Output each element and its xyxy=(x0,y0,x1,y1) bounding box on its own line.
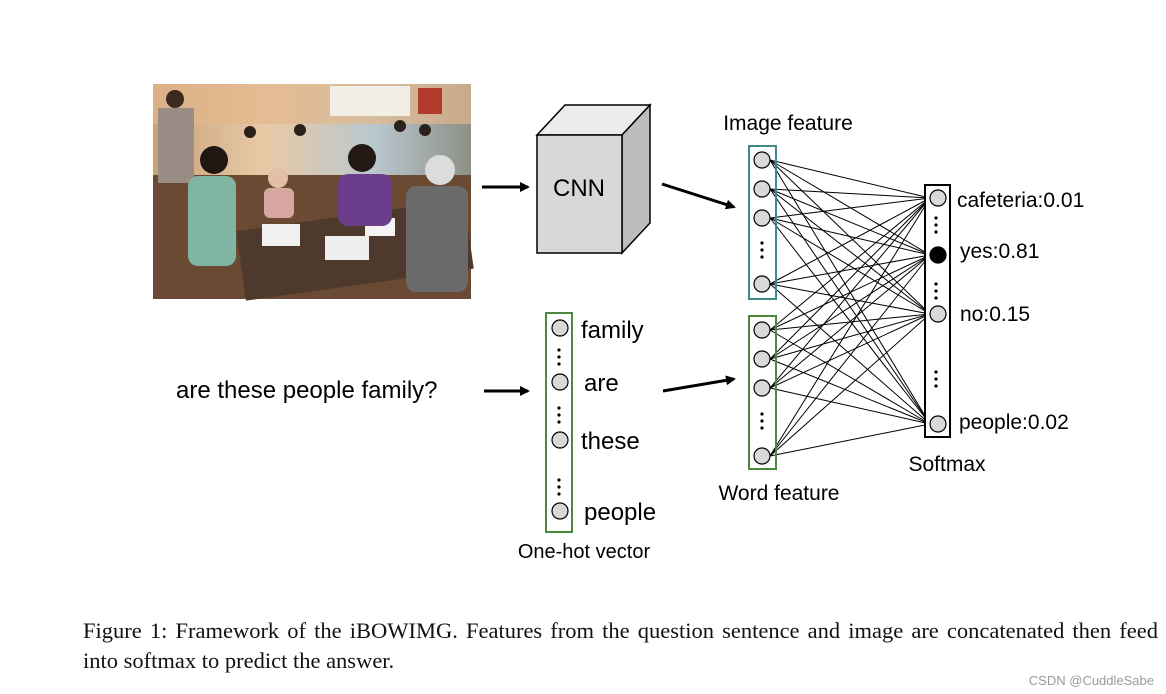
edge-6-1 xyxy=(769,254,931,389)
edge-2-1 xyxy=(769,217,931,256)
edge-7-2 xyxy=(769,313,931,457)
edge-3-1 xyxy=(769,254,931,285)
edge-4-3 xyxy=(769,329,931,425)
cnn-label: CNN xyxy=(553,175,605,202)
onehot-word-are: are xyxy=(584,370,619,397)
cnn-block: CNN xyxy=(535,103,652,255)
image-feature-vector: Image feature xyxy=(723,112,853,300)
output-yes: yes:0.81 xyxy=(960,240,1039,263)
softmax-vector: cafeteria:0.01 yes:0.81 no:0.15 people:0… xyxy=(908,184,1084,476)
onehot-word-family: family xyxy=(581,317,644,344)
edge-6-3 xyxy=(769,387,931,425)
fully-connected-edges xyxy=(769,159,931,457)
edge-5-3 xyxy=(769,358,931,425)
edge-6-2 xyxy=(769,313,931,389)
arrow-cnn-to-image-feature xyxy=(661,182,736,210)
edge-7-0 xyxy=(769,197,931,457)
edge-3-3 xyxy=(769,283,931,425)
word-feature-vector: Word feature xyxy=(718,315,840,505)
edge-7-3 xyxy=(769,423,931,457)
watermark: CSDN @CuddleSabe xyxy=(1028,673,1154,688)
softmax-label: Softmax xyxy=(908,453,986,476)
edge-2-0 xyxy=(769,197,931,219)
question-text: are these people family? xyxy=(176,377,438,404)
edge-6-0 xyxy=(769,197,931,389)
image-feature-label: Image feature xyxy=(723,112,853,135)
edge-1-0 xyxy=(769,188,931,199)
edge-5-1 xyxy=(769,254,931,360)
edge-3-0 xyxy=(769,197,931,285)
softmax-node-people xyxy=(929,415,947,433)
edge-2-2 xyxy=(769,217,931,315)
output-cafeteria: cafeteria:0.01 xyxy=(957,189,1084,212)
edge-0-0 xyxy=(769,159,931,199)
edge-4-0 xyxy=(769,197,931,331)
edge-1-1 xyxy=(769,188,931,256)
onehot-word-these: these xyxy=(581,428,640,455)
photo-restaurant-scene xyxy=(153,84,474,301)
arrow-onehot-to-word-feature xyxy=(662,375,736,393)
figure-caption: Figure 1: Framework of the iBOWIMG. Feat… xyxy=(83,618,1158,673)
onehot-label: One-hot vector xyxy=(518,541,651,563)
softmax-node-yes xyxy=(929,246,947,264)
softmax-node-no xyxy=(929,305,947,323)
softmax-node-cafeteria xyxy=(929,189,947,207)
edge-5-0 xyxy=(769,197,931,360)
edge-1-2 xyxy=(769,188,931,315)
edge-5-2 xyxy=(769,313,931,360)
output-no: no:0.15 xyxy=(960,303,1030,326)
framework-diagram: CNN are these people family? family are … xyxy=(153,84,1084,563)
edge-3-2 xyxy=(769,283,931,315)
output-people: people:0.02 xyxy=(959,411,1069,434)
edge-7-1 xyxy=(769,254,931,457)
onehot-word-people: people xyxy=(584,499,656,526)
word-feature-label: Word feature xyxy=(718,482,839,505)
onehot-vector: family are these people One-hot vector xyxy=(518,312,656,563)
